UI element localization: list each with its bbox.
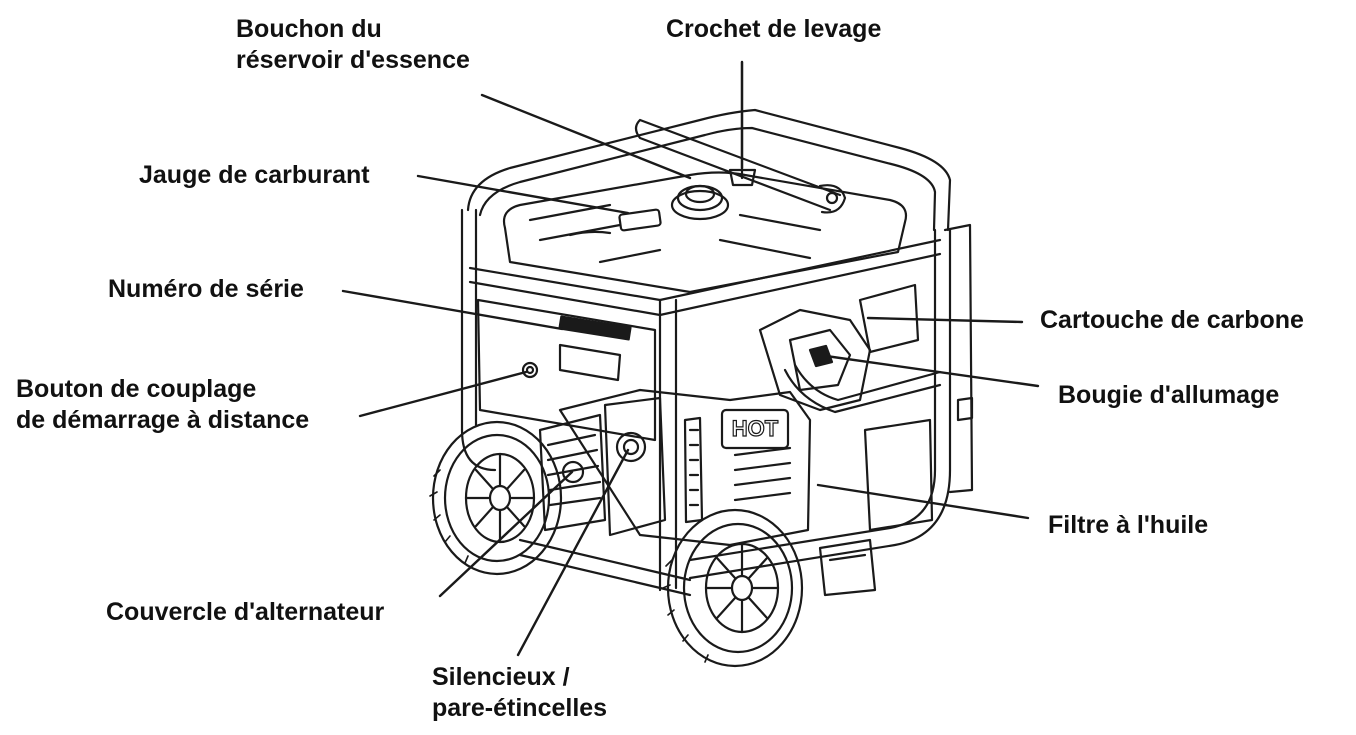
foot <box>818 538 877 597</box>
leader-serial-number <box>341 289 564 331</box>
label-muffler: Silencieux / pare-étincelles <box>432 662 607 724</box>
fuel-gauge <box>618 208 662 232</box>
frame-rear-tube <box>460 208 478 432</box>
frame-front-rail <box>468 238 942 317</box>
leader-fuel-gauge <box>416 174 630 215</box>
rear-wheel <box>429 420 563 576</box>
leader-carbon-canister <box>866 316 1024 324</box>
alternator-cover-shape <box>538 413 607 532</box>
label-fuel-cap-line2: réservoir d'essence <box>236 46 470 74</box>
leader-remote-start <box>358 370 528 418</box>
fuel-tank <box>502 171 908 294</box>
carbon-canister-shape <box>858 283 920 354</box>
leader-spark-plug <box>824 354 1040 388</box>
muffler-shape <box>603 396 667 537</box>
label-spark-plug: Bougie d'allumage <box>1058 381 1280 409</box>
leader-muffler <box>516 448 630 657</box>
engine-head <box>758 308 872 412</box>
leader-fuel-cap <box>480 93 692 180</box>
hot-badge-text: HOT <box>732 416 779 441</box>
label-fuel-cap: Bouchon du réservoir d'essence <box>236 14 470 76</box>
label-oil-filter: Filtre à l'huile <box>1048 511 1209 539</box>
label-muffler-line2: pare-étincelles <box>432 694 608 722</box>
front-wheel <box>662 508 804 668</box>
label-carbon-canister: Cartouche de carbone <box>1040 306 1304 334</box>
control-panel <box>476 298 657 442</box>
base-rail <box>518 538 692 597</box>
label-muffler-line1: Silencieux / <box>432 663 570 691</box>
hot-badge <box>720 408 790 450</box>
spark-plug <box>808 344 834 368</box>
lifting-bar <box>634 118 842 212</box>
serial-plate <box>558 315 632 341</box>
leader-oil-filter <box>816 483 1030 520</box>
label-lifting-hook: Crochet de levage <box>666 15 882 43</box>
engine-block <box>558 388 812 547</box>
label-serial-number: Numéro de série <box>108 275 304 303</box>
label-alternator-cover: Couvercle d'alternateur <box>106 598 385 626</box>
leader-lines <box>341 60 1040 657</box>
label-remote-start-line1: Bouton de couplage <box>16 375 257 403</box>
fuel-cap <box>676 184 724 212</box>
label-fuel-cap-line1: Bouchon du <box>236 15 382 43</box>
label-fuel-gauge: Jauge de carburant <box>139 161 370 189</box>
leader-alternator-cover <box>438 470 574 598</box>
label-remote-start: Bouton de couplage de démarrage à distan… <box>16 374 309 436</box>
remote-button <box>521 361 539 379</box>
frame-top-rail <box>466 108 952 232</box>
oil-filter-housing <box>863 418 934 532</box>
label-remote-start-line2: de démarrage à distance <box>16 406 310 434</box>
frame-side-tube <box>783 363 942 414</box>
